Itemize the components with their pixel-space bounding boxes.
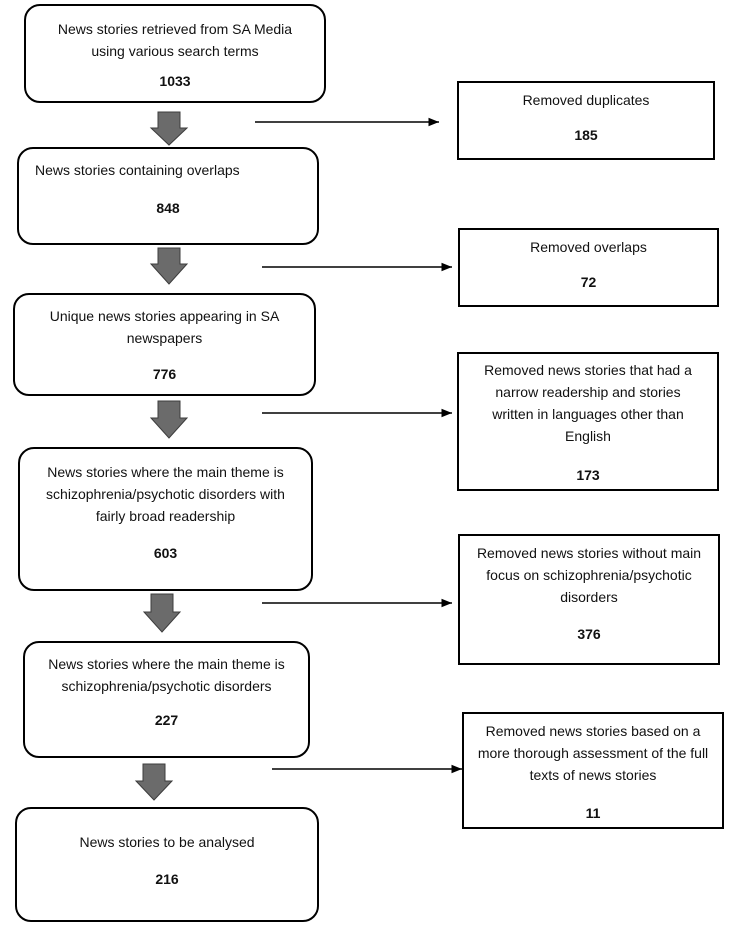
step-unique-text: Unique news stories appearing in SA news…	[49, 308, 280, 346]
down-arrow-1	[149, 111, 189, 146]
exclusion-duplicates: Removed duplicates 185	[457, 81, 715, 160]
down-arrow-5	[134, 763, 174, 801]
exclusion-overlaps: Removed overlaps 72	[458, 228, 719, 307]
step-overlaps-count: 848	[156, 200, 180, 216]
exclusion-overlaps-text: Removed overlaps	[530, 239, 647, 255]
step-broad-readership: News stories where the main theme is sch…	[18, 447, 313, 591]
step-retrieved-count: 1033	[159, 73, 191, 89]
step-broad-readership-count: 603	[153, 545, 178, 561]
exclusion-narrow-readership-text: Removed news stories that had a narrow r…	[484, 362, 692, 444]
step-overlaps: News stories containing overlaps 848	[17, 147, 319, 245]
exclusion-thorough-assessment: Removed news stories based on a more tho…	[462, 712, 724, 829]
step-main-theme-count: 227	[154, 712, 179, 728]
step-main-theme: News stories where the main theme is sch…	[23, 641, 310, 758]
exclusion-duplicates-text: Removed duplicates	[522, 92, 650, 108]
step-analysed: News stories to be analysed 216	[15, 807, 319, 922]
exclusion-overlaps-count: 72	[580, 274, 597, 290]
exclusion-thorough-assessment-text: Removed news stories based on a more tho…	[477, 723, 709, 783]
exclusion-narrow-readership-count: 173	[576, 467, 600, 483]
down-arrow-2	[149, 247, 189, 285]
step-overlaps-text: News stories containing overlaps	[35, 162, 240, 178]
exclusion-thorough-assessment-count: 11	[585, 805, 601, 821]
exclusion-duplicates-count: 185	[574, 127, 598, 143]
step-broad-readership-text: News stories where the main theme is sch…	[46, 464, 285, 524]
exclusion-no-main-focus-count: 376	[577, 626, 601, 642]
step-analysed-count: 216	[155, 871, 179, 887]
exclusion-no-main-focus: Removed news stories without main focus …	[458, 534, 720, 665]
step-analysed-text: News stories to be analysed	[79, 834, 255, 850]
step-retrieved-text: News stories retrieved from SA Media usi…	[57, 21, 293, 59]
down-arrow-3	[149, 400, 189, 439]
exclusion-no-main-focus-text: Removed news stories without main focus …	[476, 545, 702, 605]
step-retrieved: News stories retrieved from SA Media usi…	[24, 4, 326, 103]
step-unique-count: 776	[152, 366, 177, 382]
step-main-theme-text: News stories where the main theme is sch…	[48, 656, 285, 694]
exclusion-narrow-readership: Removed news stories that had a narrow r…	[457, 352, 719, 491]
down-arrow-4	[142, 593, 182, 633]
step-unique: Unique news stories appearing in SA news…	[13, 293, 316, 396]
